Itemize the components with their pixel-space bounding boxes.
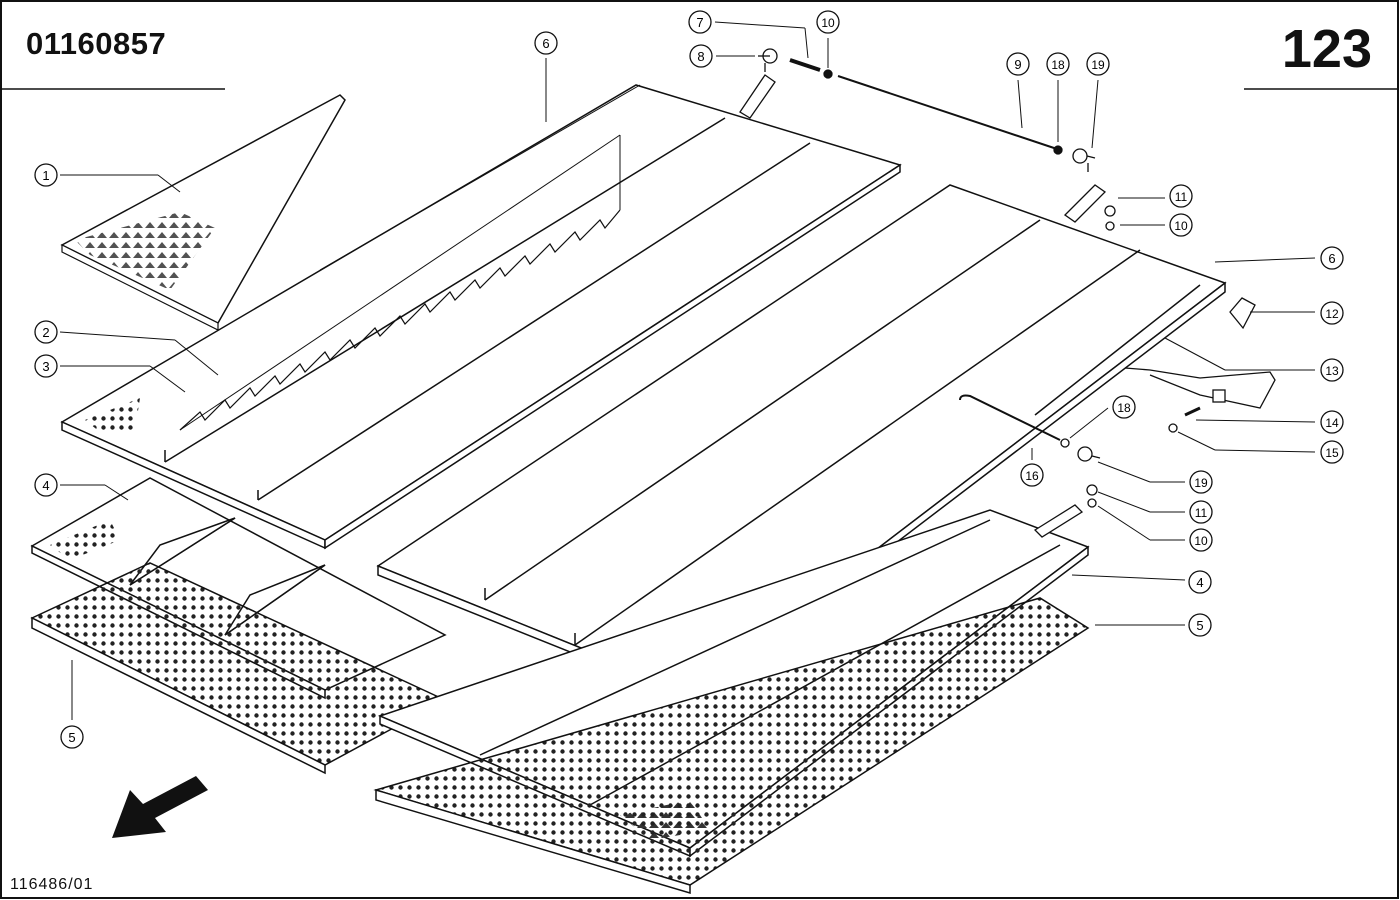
callout: 10: [816, 10, 840, 34]
svg-text:14: 14: [1325, 416, 1339, 430]
callout: 19: [1189, 470, 1213, 494]
callout: 19: [1086, 52, 1110, 76]
svg-text:18: 18: [1117, 401, 1131, 415]
svg-text:19: 19: [1091, 58, 1105, 72]
callout: 16: [1020, 463, 1044, 487]
svg-text:5: 5: [68, 730, 75, 745]
svg-text:8: 8: [697, 49, 704, 64]
callouts: 1 2 3 4 4 5 5 6 6 7 8 9 10 10 10 11 11 1…: [34, 10, 1344, 749]
svg-text:7: 7: [696, 15, 703, 30]
svg-text:9: 9: [1014, 57, 1021, 72]
callout: 10: [1189, 528, 1213, 552]
callout: 5: [60, 725, 84, 749]
callout: 5: [1188, 613, 1212, 637]
hardware: [739, 48, 1276, 538]
part-1-plate: [60, 94, 346, 331]
drawing-reference: 116486/01: [10, 876, 94, 893]
direction-arrow: [112, 776, 208, 838]
callout: 14: [1320, 410, 1344, 434]
svg-text:2: 2: [42, 325, 49, 340]
part-6-upper-frame-left: [60, 84, 902, 550]
callout: 1: [34, 163, 58, 187]
svg-text:13: 13: [1325, 364, 1339, 378]
svg-text:11: 11: [1175, 190, 1188, 204]
svg-text:12: 12: [1325, 307, 1339, 321]
svg-text:10: 10: [1194, 534, 1208, 548]
svg-text:6: 6: [1328, 251, 1335, 266]
leader-lines: [59, 21, 1316, 720]
callout: 11: [1169, 184, 1193, 208]
svg-text:4: 4: [42, 478, 49, 493]
callout: 9: [1006, 52, 1030, 76]
callout: 15: [1320, 440, 1344, 464]
page-number: 123: [1281, 19, 1372, 79]
svg-text:5: 5: [1196, 618, 1203, 633]
callout: 18: [1112, 395, 1136, 419]
svg-text:4: 4: [1196, 575, 1203, 590]
svg-text:10: 10: [821, 16, 835, 30]
callout: 4: [1188, 570, 1212, 594]
callout: 11: [1189, 500, 1213, 524]
callout: 10: [1169, 213, 1193, 237]
svg-text:19: 19: [1194, 476, 1208, 490]
part-5-screen-right: [373, 597, 1090, 895]
callout: 3: [34, 354, 58, 378]
part-number-header: 01160857: [26, 26, 167, 61]
svg-text:11: 11: [1195, 506, 1208, 520]
callout: 4: [34, 473, 58, 497]
callout: 18: [1046, 52, 1070, 76]
callout: 8: [689, 44, 713, 68]
svg-text:6: 6: [542, 36, 549, 51]
callout: 7: [688, 10, 712, 34]
svg-text:16: 16: [1025, 469, 1039, 483]
callout: 12: [1320, 301, 1344, 325]
svg-text:18: 18: [1051, 58, 1065, 72]
callout: 2: [34, 320, 58, 344]
svg-text:1: 1: [42, 168, 49, 183]
callout: 6: [534, 31, 558, 55]
svg-text:10: 10: [1174, 219, 1188, 233]
callout: 13: [1320, 358, 1344, 382]
callout: 6: [1320, 246, 1344, 270]
svg-text:15: 15: [1325, 446, 1339, 460]
svg-text:3: 3: [42, 359, 49, 374]
